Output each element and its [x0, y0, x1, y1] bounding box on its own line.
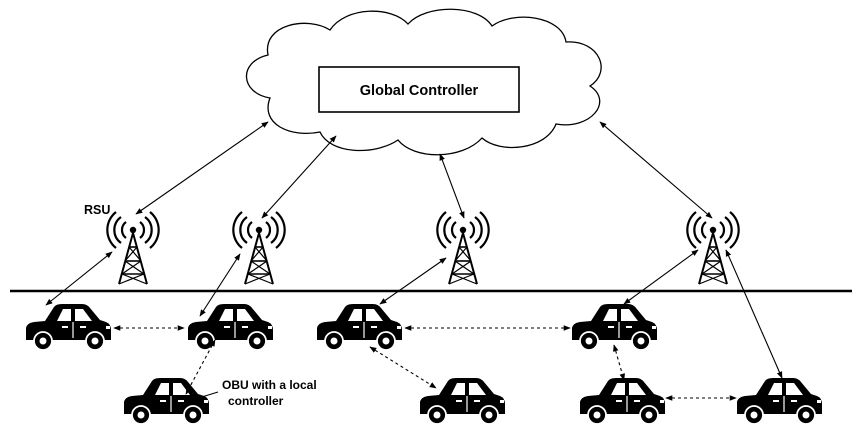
car-icon	[571, 303, 658, 351]
global-controller-label: Global Controller	[360, 83, 479, 99]
obu-label-line1: OBU with a local	[222, 378, 317, 392]
obu-label-line2: controller	[228, 394, 284, 408]
car-icon	[25, 303, 112, 351]
car-icon	[736, 377, 823, 425]
backhaul-links	[135, 121, 713, 219]
v2v-links	[113, 325, 737, 401]
car-icon	[123, 377, 210, 425]
car-icon	[316, 303, 403, 351]
access-links	[45, 249, 783, 379]
rsu-tower-icon	[686, 210, 740, 286]
car-icon	[187, 303, 274, 351]
obu-pointer	[191, 391, 219, 401]
global-controller-box: Global Controller	[318, 66, 520, 113]
rsu-tower-icon	[436, 210, 490, 286]
rsu-tower-icon	[106, 210, 160, 286]
rsu-tower-icon	[232, 210, 286, 286]
car-icon	[419, 377, 506, 425]
rsu-label: RSU	[84, 203, 110, 217]
car-icon	[579, 377, 666, 425]
